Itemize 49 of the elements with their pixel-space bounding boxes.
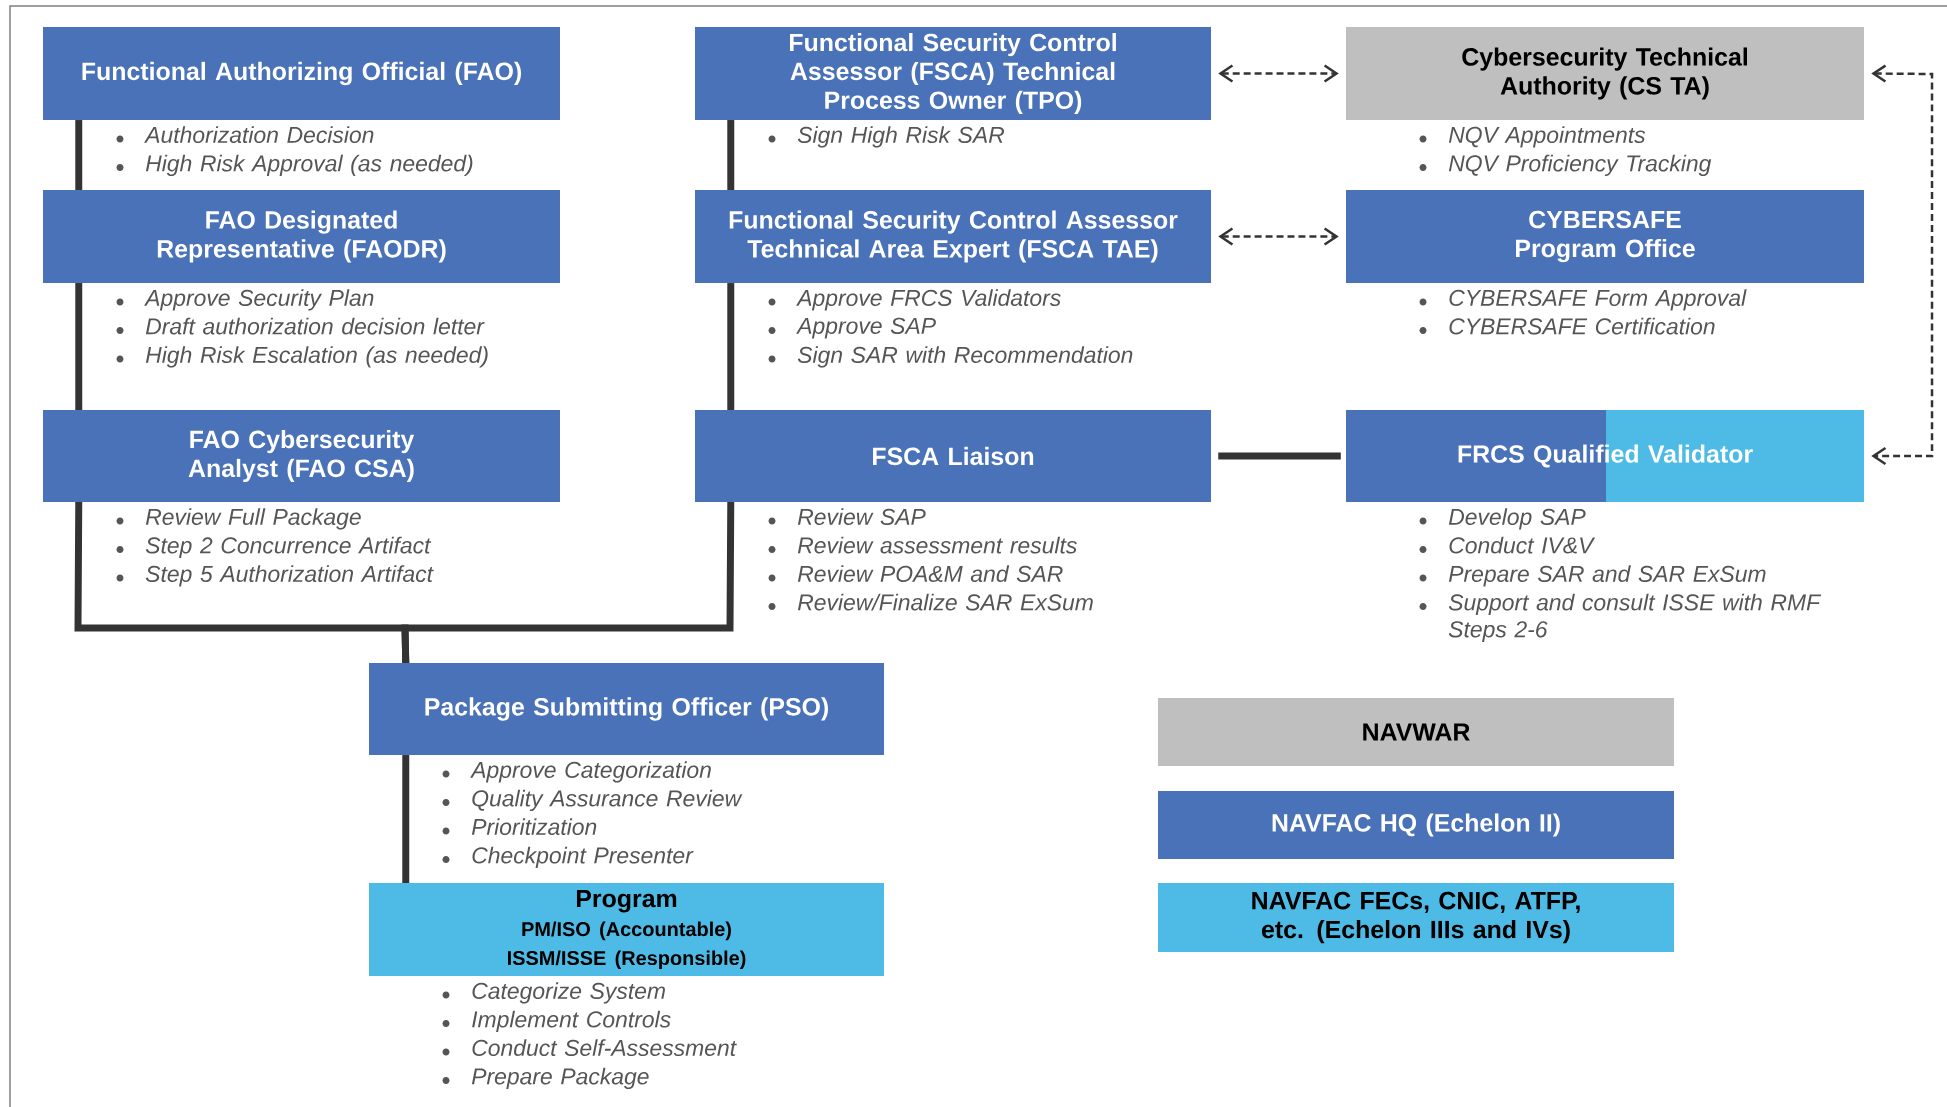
- role-box: FAO Cybersecurity Analyst (FAO CSA): [43, 410, 560, 502]
- bullet-item: High Risk Escalation (as needed): [116, 346, 488, 368]
- connector: [1871, 64, 1934, 465]
- bullet-item: Approve FRCS Validators: [768, 289, 1061, 311]
- role-box: FAO Designated Representative (FAODR): [43, 190, 560, 283]
- bullet-item: Sign SAR with Recommendation: [768, 346, 1133, 368]
- bullet-item: Categorize System: [442, 982, 665, 1004]
- role-box: Functional Authorizing Official (FAO): [43, 27, 560, 120]
- bullet-item: Quality Assurance Review: [442, 789, 743, 812]
- bullet-item: Review/Finalize SAR ExSum: [768, 593, 1093, 611]
- bullet-item: Approve Categorization: [442, 761, 711, 783]
- connector: [1218, 64, 1339, 83]
- bullet-item: Review Full Package: [116, 508, 361, 530]
- bullet-item: Prepare SAR and SAR ExSum: [1419, 565, 1766, 587]
- role-box: CYBERSAFE Program Office: [1346, 190, 1864, 283]
- role-box: FRCS Qualified Validator: [1346, 410, 1864, 502]
- bullet-item: Support and consult ISSE with RMF Steps 2-6: [1419, 593, 1822, 642]
- bullet-item: Authorization Decision: [116, 126, 374, 144]
- bullet-item: Step 2 Concurrence Artifact: [116, 536, 432, 559]
- bullet-item: Conduct IV&V: [1419, 536, 1596, 554]
- role-box: NAVWAR: [1158, 698, 1674, 766]
- role-box: Functional Security Control Assessor Technical Area Expert (FSCA TAE): [695, 190, 1211, 283]
- bullet-item: Checkpoint Presenter: [442, 846, 694, 869]
- bullet-item: Implement Controls: [442, 1010, 671, 1033]
- bullet-item: NQV Appointments: [1419, 126, 1646, 148]
- bullet-item: CYBERSAFE Form Approval: [1419, 289, 1747, 311]
- bullet-item: Review POA&M and SAR: [768, 565, 1063, 583]
- role-box: Program PM/ISO (Accountable) ISSM/ISSE (Responsible): [369, 883, 884, 976]
- bullet-item: Review SAP: [768, 508, 926, 526]
- role-box: NAVFAC FECs, CNIC, ATFP, etc. (Echelon IIIs and IVs): [1158, 883, 1674, 952]
- role-box: Package Submitting Officer (PSO): [369, 663, 884, 755]
- bullet-item: Conduct Self-Assessment: [442, 1039, 737, 1057]
- role-box: Cybersecurity Technical Authority (CS TA): [1346, 27, 1864, 120]
- bullet-item: High Risk Approval (as needed): [116, 154, 473, 177]
- role-box: FSCA Liaison: [695, 410, 1211, 502]
- bullet-item: Approve Security Plan: [116, 289, 374, 311]
- bullet-item: Review assessment results: [768, 536, 1077, 554]
- role-box: NAVFAC HQ (Echelon II): [1158, 791, 1674, 859]
- bullet-item: Draft authorization decision letter: [116, 317, 485, 335]
- bullet-item: Sign High Risk SAR: [768, 126, 1004, 148]
- bullet-item: Step 5 Authorization Artifact: [116, 565, 434, 587]
- bullet-item: Approve SAP: [768, 317, 936, 339]
- connector: [1218, 227, 1339, 246]
- bullet-item: CYBERSAFE Certification: [1419, 317, 1715, 335]
- role-box: Functional Security Control Assessor (FSCA) Technical Process Owner (TPO): [695, 27, 1211, 120]
- bullet-item: Prepare Package: [442, 1067, 649, 1090]
- bullet-item: NQV Proficiency Tracking: [1419, 154, 1712, 177]
- bullet-item: Develop SAP: [1419, 508, 1586, 530]
- bullet-item: Prioritization: [442, 818, 597, 836]
